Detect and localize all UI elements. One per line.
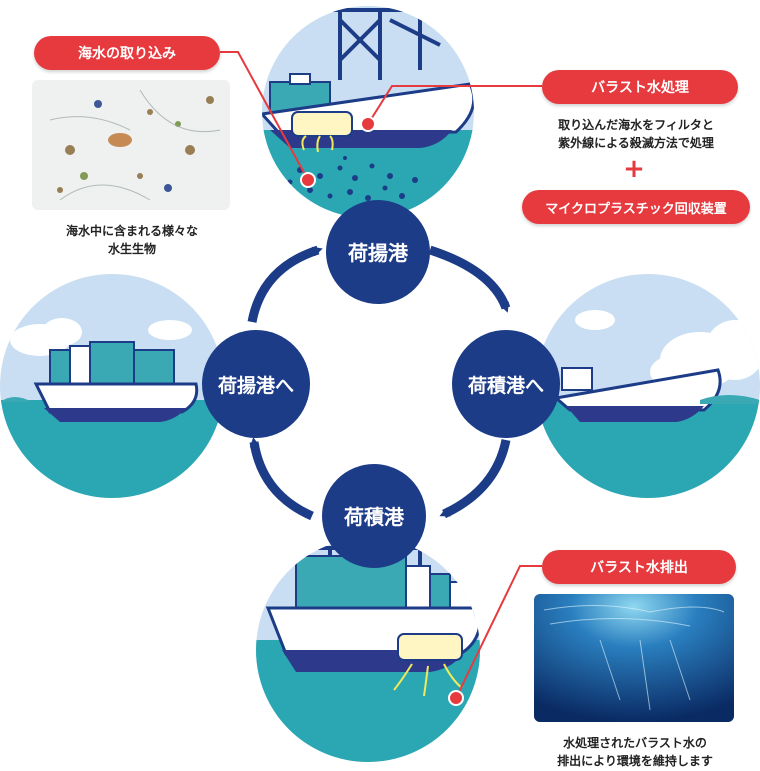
- intake-label-pill: 海水の取り込み: [34, 36, 220, 70]
- microplastic-device-pill: マイクロプラスチック回収装置: [522, 190, 750, 224]
- container-stack: [49, 341, 175, 387]
- marker-treatment: [360, 116, 376, 132]
- hub-right-label: 荷積港へ: [468, 374, 544, 397]
- leader-discharge: [455, 565, 542, 699]
- arrow-bottom-to-left: [249, 437, 314, 521]
- leader-intake: [220, 51, 309, 181]
- hub-left: 荷揚港へ: [202, 330, 310, 438]
- microplastic-device-label: マイクロプラスチック回収装置: [545, 201, 727, 217]
- scene-top-unloading-port: [262, 6, 474, 218]
- intake-caption-line1: 海水中に含まれる様々な: [65, 224, 198, 238]
- marker-intake: [300, 172, 316, 188]
- microscope-photo: [32, 80, 230, 210]
- leader-treatment: [367, 85, 542, 125]
- scene-left-to-unloading-port: [0, 274, 224, 498]
- aquatic-organisms-dots: [287, 156, 418, 201]
- intake-label: 海水の取り込み: [78, 46, 176, 62]
- underwater-photo: [534, 594, 734, 722]
- treatment-label: バラスト水処理: [591, 80, 689, 96]
- discharge-label-pill: バラスト水排出: [542, 550, 736, 584]
- hub-left-label: 荷揚港へ: [218, 374, 294, 397]
- discharge-caption-line1: 水処理されたバラスト水の: [563, 736, 707, 750]
- scene-right-to-loading-port: [536, 274, 760, 498]
- discharge-arrows: [393, 663, 463, 697]
- arrow-top-to-right: [428, 245, 511, 313]
- hub-top: 荷揚港: [326, 200, 430, 304]
- hub-top-label: 荷揚港: [348, 241, 409, 265]
- hub-bottom-label: 荷積港: [344, 505, 405, 529]
- plus-sign: +: [623, 154, 645, 184]
- intake-caption-line2: 水生生物: [107, 242, 156, 256]
- treatment-label-pill: バラスト水処理: [542, 70, 738, 104]
- hub-right: 荷積港へ: [452, 330, 560, 438]
- marker-discharge: [448, 690, 464, 706]
- leader-lines: [220, 51, 542, 699]
- treatment-caption: 取り込んだ海水をフィルタと 紫外線による殺滅方法で処理: [516, 116, 756, 152]
- marker-dots: [300, 116, 464, 706]
- discharge-caption-line2: 排出により環境を維持します: [557, 754, 713, 768]
- treatment-caption-line1: 取り込んだ海水をフィルタと: [558, 118, 714, 132]
- intake-arrows: [301, 135, 334, 153]
- discharge-label: バラスト水排出: [590, 560, 688, 576]
- arrow-right-to-bottom: [439, 439, 511, 519]
- cloud: [10, 318, 192, 356]
- intake-caption: 海水中に含まれる様々な 水生生物: [22, 222, 242, 258]
- hub-bottom: 荷積港: [322, 464, 426, 568]
- cycle-arrows: [247, 245, 511, 521]
- discharge-caption: 水処理されたバラスト水の 排出により環境を維持します: [520, 734, 750, 770]
- treatment-caption-line2: 紫外線による殺滅方法で処理: [558, 136, 714, 150]
- arrow-left-to-top: [247, 245, 323, 323]
